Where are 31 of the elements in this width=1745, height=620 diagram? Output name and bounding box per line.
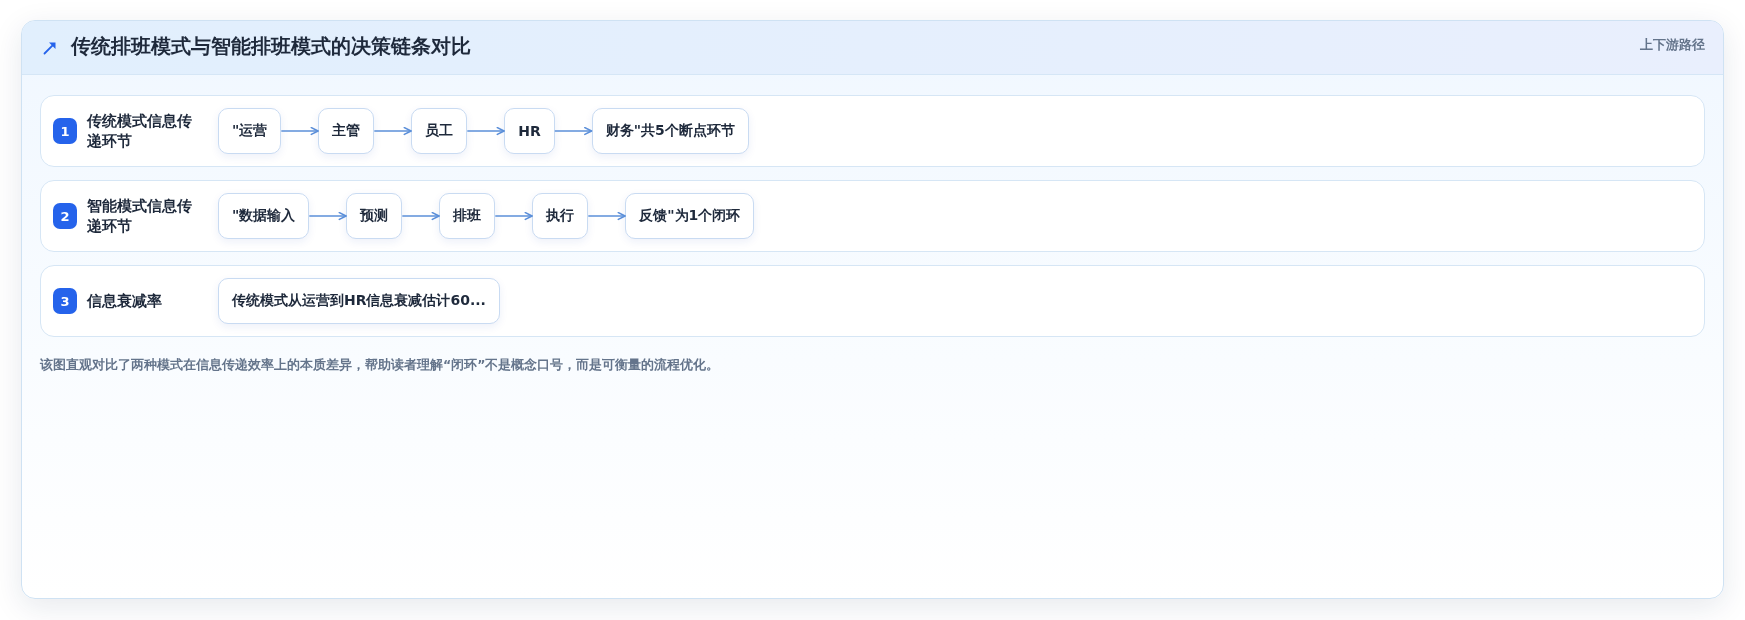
- row-label: 智能模式信息传递环节: [87, 197, 193, 236]
- step-number: 2: [53, 203, 77, 229]
- chain-step: 员工: [411, 108, 468, 154]
- chain-step: 反馈"为1个闭环: [625, 193, 755, 239]
- chain-step: 预测: [346, 193, 403, 239]
- chain-step: 排班: [439, 193, 496, 239]
- chain-step: "运营: [218, 108, 282, 154]
- arrow: [587, 211, 627, 221]
- step-row-panel: [40, 95, 1705, 167]
- arrow: [494, 211, 534, 221]
- arrow: [554, 126, 593, 136]
- step-row-panel: [40, 180, 1705, 252]
- chain-step: 财务"共5个断点环节: [591, 108, 749, 154]
- chain-step: 主管: [318, 108, 375, 154]
- row-label: 信息衰减率: [87, 292, 163, 311]
- caption: 该图直观对比了两种模式在信息传递效率上的本质差异，帮助读者理解“闭环”不是概念口号，而是可衡量的流程优化。: [40, 356, 721, 374]
- chain-step: 传统模式从运营到HR信息衰减估计60...: [218, 278, 500, 324]
- title: 传统排班模式与智能排班模式的决策链条对比: [71, 35, 471, 60]
- step-number: 1: [53, 118, 77, 144]
- arrow: [280, 126, 320, 136]
- arrow: [466, 126, 506, 136]
- chain-step: HR: [504, 108, 555, 154]
- header-note: 上下游路径: [1640, 35, 1705, 54]
- chain-step: 执行: [532, 193, 589, 239]
- step-number: 3: [53, 288, 77, 314]
- arrow: [308, 211, 348, 221]
- arrow: [401, 211, 441, 221]
- arrow: [373, 126, 413, 136]
- row-label: 传统模式信息传递环节: [87, 112, 193, 151]
- chain-step: "数据输入: [218, 193, 310, 239]
- step-row-panel: [40, 265, 1705, 337]
